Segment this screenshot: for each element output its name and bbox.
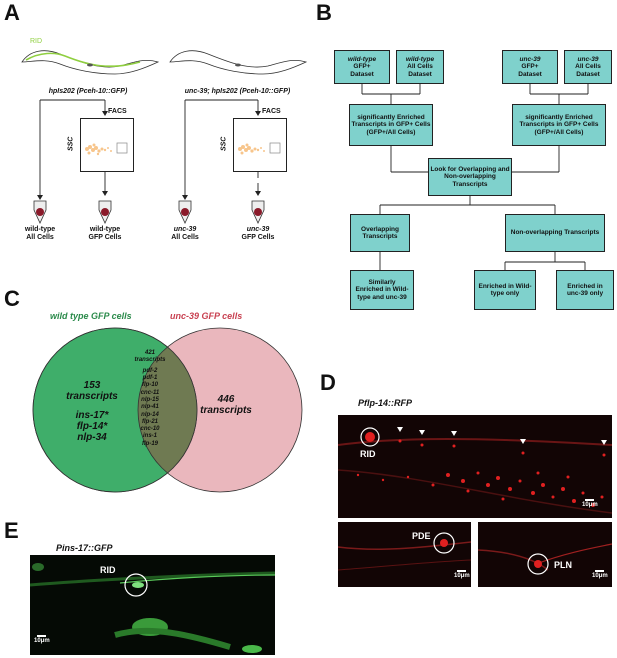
pflp14-title: Pflp-14::RFP (358, 398, 412, 408)
rid-label-e: RID (100, 565, 116, 575)
facs-plot-right (233, 118, 287, 172)
tube-icon-left-all (33, 200, 47, 224)
micrograph-rid-main: RID 10μm (338, 415, 612, 518)
rid-worm-label: RID (30, 38, 43, 45)
micrograph-pins17: RID 10μm (30, 555, 275, 655)
venn-overlap-genes: 421 transcripts pdf-2 pdf-1 flp-10 cnc-1… (134, 350, 166, 447)
venn-title-unc: unc-39 GFP cells (170, 311, 243, 321)
panel-letter-d: D (320, 370, 336, 395)
tube-icon-right-gfp (251, 200, 265, 224)
rid-label-main: RID (360, 449, 376, 459)
scale-bar-pde: 10μm (454, 570, 470, 579)
panel-letter-e: E (4, 518, 19, 543)
worm-illustration-left (21, 50, 160, 75)
panel-letter-c: C (4, 286, 20, 311)
left-strain-label: hpIs202 (Pceh-10::GFP) (48, 88, 128, 95)
box-sig-enriched-right: significantly Enriched Transcripts in GF… (512, 104, 606, 146)
tube-icon-left-gfp (98, 200, 112, 224)
panel-letter-b: B (316, 0, 332, 25)
tube-icon-right-all (178, 200, 192, 224)
venn-title-wt: wild type GFP cells (50, 311, 132, 321)
facs-label-right: FACS (262, 108, 281, 115)
box-sig-enriched-left: significantly Enriched Transcripts in GF… (349, 104, 433, 146)
micrograph-pde: PDE 10μm (338, 522, 471, 587)
venn-wt-count: 153 transcripts ins-17* flp-14* nlp-34 (66, 380, 118, 443)
micrograph-pln: PLN 10μm (478, 522, 612, 587)
right-strain-label: unc-39; hpIs202 (Pceh-10::GFP) (184, 88, 291, 95)
facs-plot-left (80, 118, 134, 172)
venn-unc-count: 446 transcripts (200, 394, 252, 416)
scale-bar-main: 10μm (582, 499, 598, 508)
facs-label-left: FACS (108, 108, 127, 115)
box-non-overlapping: Non-overlapping Transcripts (505, 214, 605, 252)
box-overlapping: Overlapping Transcripts (350, 214, 410, 252)
pln-label: PLN (554, 560, 572, 570)
box-enriched-wt-only: Enriched in Wild-type only (474, 270, 536, 310)
pde-label: PDE (412, 531, 431, 541)
worm-illustration-right (169, 50, 308, 75)
panel-letter-a: A (4, 0, 20, 25)
box-look-for-overlap: Look for Overlapping and Non-overlapping… (428, 158, 512, 196)
scale-bar-e: 10μm (34, 635, 50, 644)
scale-bar-pln: 10μm (592, 570, 608, 579)
pins17-title: Pins-17::GFP (56, 543, 113, 553)
venn-diagram (32, 327, 303, 493)
